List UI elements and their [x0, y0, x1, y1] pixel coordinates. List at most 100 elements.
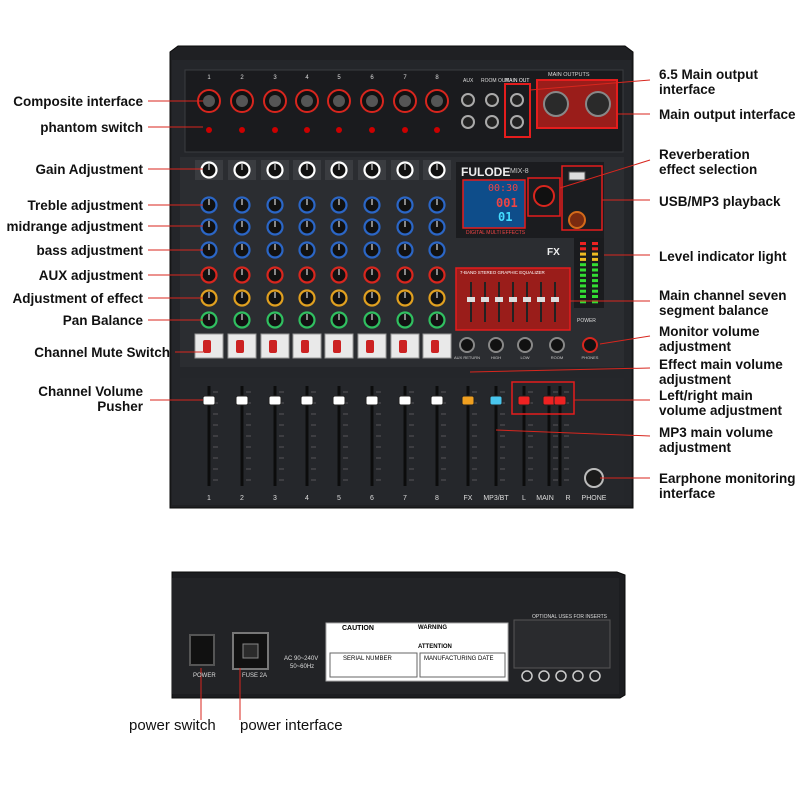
- callout-effect-main: Effect main volume: [659, 357, 783, 372]
- mute-button-panel: [390, 333, 420, 359]
- fader-cap[interactable]: [542, 395, 556, 406]
- reverb-selector-box: [527, 177, 561, 217]
- callout-mp3-main: MP3 main volume: [659, 425, 774, 440]
- fader-cap[interactable]: [461, 395, 475, 406]
- combo-jack-center: [236, 95, 248, 107]
- usb-port[interactable]: [568, 171, 586, 181]
- date-field: [419, 652, 506, 678]
- eq-slider-cap[interactable]: [509, 297, 517, 302]
- reverb-selector-knob[interactable]: [533, 185, 555, 207]
- input-channel-number: 6: [370, 75, 374, 81]
- phantom-switch[interactable]: [239, 127, 245, 133]
- phantom-switch[interactable]: [402, 127, 408, 133]
- aux-jack-1[interactable]: [461, 93, 475, 107]
- mute-button[interactable]: [399, 340, 407, 353]
- main-outputs-label: MAIN OUTPUTS: [548, 72, 590, 78]
- level-led-right: [592, 284, 598, 288]
- mute-button[interactable]: [431, 340, 439, 353]
- main-output-6-5-box: [504, 83, 531, 138]
- master-knob[interactable]: [582, 337, 598, 353]
- fader-cap[interactable]: [365, 395, 379, 406]
- level-led-right: [592, 273, 598, 277]
- mute-button[interactable]: [236, 340, 244, 353]
- main-out-jack-r[interactable]: [510, 115, 524, 129]
- mp3-knob[interactable]: [568, 211, 586, 229]
- brand-label: FULODE: [461, 165, 511, 179]
- xlr-left-jack[interactable]: [543, 91, 569, 117]
- room-out-jack-2[interactable]: [485, 115, 499, 129]
- eq-slider-cap[interactable]: [537, 297, 545, 302]
- eq-slider-cap[interactable]: [551, 297, 559, 302]
- phantom-switch[interactable]: [272, 127, 278, 133]
- fader-cap[interactable]: [300, 395, 314, 406]
- callout-bass-adjustment: bass adjustment: [36, 243, 143, 258]
- fader-label: MP3/BT: [483, 495, 509, 502]
- mute-button[interactable]: [366, 340, 374, 353]
- fader-label: 6: [370, 495, 374, 502]
- aux-label: AUX: [463, 78, 474, 84]
- master-knob[interactable]: [488, 337, 504, 353]
- phantom-switch[interactable]: [336, 127, 342, 133]
- rear-serial: SERIAL NUMBER: [343, 656, 392, 662]
- phantom-switch[interactable]: [206, 127, 212, 133]
- level-led-left: [580, 263, 586, 267]
- fader-track: [240, 386, 244, 486]
- fader-cap[interactable]: [398, 395, 412, 406]
- mute-button[interactable]: [203, 340, 211, 353]
- xlr-right-jack[interactable]: [585, 91, 611, 117]
- fader-track: [494, 386, 498, 486]
- mute-button[interactable]: [333, 340, 341, 353]
- eq-slider-cap[interactable]: [495, 297, 503, 302]
- power-switch[interactable]: [189, 634, 215, 666]
- fader-cap[interactable]: [268, 395, 282, 406]
- phantom-switch[interactable]: [304, 127, 310, 133]
- combo-jack-center: [399, 95, 411, 107]
- mute-button[interactable]: [301, 340, 309, 353]
- fader-cap[interactable]: [235, 395, 249, 406]
- callout-earphone: Earphone monitoring: [659, 471, 796, 486]
- fader-cap[interactable]: [553, 395, 567, 406]
- callout-pan-balance: Pan Balance: [62, 313, 143, 328]
- callout-main-eq: Main channel seven: [659, 288, 787, 303]
- phantom-switch[interactable]: [434, 127, 440, 133]
- master-knob[interactable]: [549, 337, 565, 353]
- combo-jack-center: [333, 95, 345, 107]
- fader-label: MAIN: [536, 495, 554, 502]
- level-led-right: [592, 263, 598, 267]
- callout-pusher: Pusher: [97, 399, 143, 414]
- mute-button[interactable]: [269, 340, 277, 353]
- callout-monitor-volume: Monitor volume: [659, 324, 760, 339]
- rear-voltage: AC 90~240V: [284, 656, 319, 662]
- fader-cap[interactable]: [430, 395, 444, 406]
- aux-jack-2[interactable]: [461, 115, 475, 129]
- callout-channel-volume: Channel Volume: [38, 384, 143, 399]
- eq-slider-cap[interactable]: [467, 297, 475, 302]
- combo-jack-center: [301, 95, 313, 107]
- callout-aux-adjustment: AUX adjustment: [38, 268, 143, 283]
- fader-cap[interactable]: [202, 395, 216, 406]
- fader-label: 7: [403, 495, 407, 502]
- fader-label: FX: [464, 495, 473, 502]
- serial-field: [329, 652, 418, 678]
- fader-cap[interactable]: [489, 395, 503, 406]
- eq-title: 7-BAND STEREO GRAPHIC EQUALIZER: [460, 270, 545, 275]
- callout-power-switch: power switch: [129, 717, 216, 734]
- rear-caution: CAUTION: [342, 625, 374, 632]
- display-time: 00:30: [488, 183, 519, 194]
- room-out-label: ROOM OUT: [481, 78, 509, 84]
- master-knob[interactable]: [517, 337, 533, 353]
- display-effect-number: 001: [496, 196, 518, 210]
- eq-slider-cap[interactable]: [481, 297, 489, 302]
- room-out-jack-1[interactable]: [485, 93, 499, 107]
- rear-mfg-date: MANUFACTURING DATE: [424, 656, 494, 662]
- fader-cap[interactable]: [332, 395, 346, 406]
- fader-cap[interactable]: [517, 395, 531, 406]
- eq-slider-cap[interactable]: [523, 297, 531, 302]
- main-out-jack-l[interactable]: [510, 93, 524, 107]
- master-knob[interactable]: [459, 337, 475, 353]
- callout-reverb: Reverberation: [659, 147, 750, 162]
- fader-track: [558, 386, 562, 486]
- main-out-label: MAIN OUT: [505, 78, 530, 84]
- combo-jack-center: [269, 95, 281, 107]
- phantom-switch[interactable]: [369, 127, 375, 133]
